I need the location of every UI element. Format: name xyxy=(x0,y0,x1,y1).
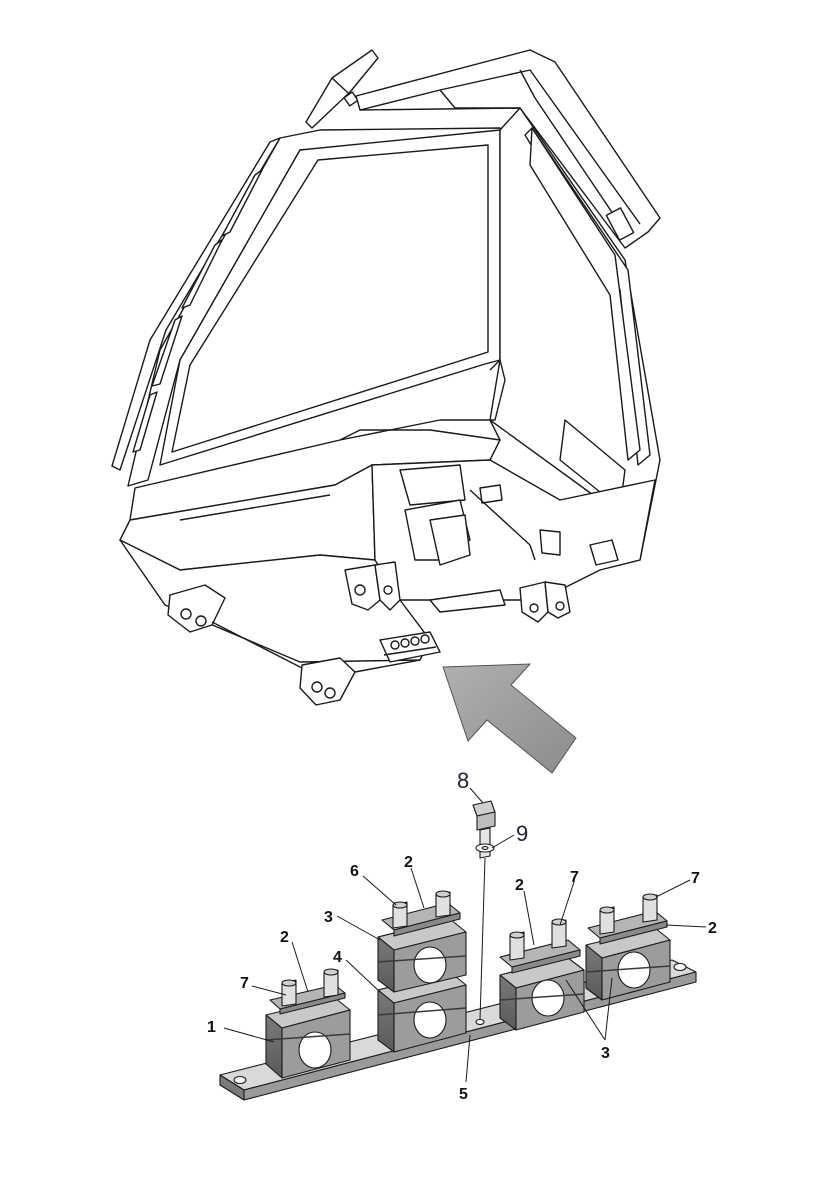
cab-assembly xyxy=(112,50,660,705)
callout-8: 8 xyxy=(457,768,469,793)
mounting-lug-rear xyxy=(520,582,570,622)
callout-4: 4 xyxy=(333,949,342,966)
callout-3-right: 3 xyxy=(601,1045,610,1062)
bolt-item-8 xyxy=(472,800,496,1021)
clamp-single-center-right xyxy=(499,918,585,1031)
clamp-single-left xyxy=(265,968,351,1079)
callout-3-left: 3 xyxy=(324,909,333,926)
callout-2-left: 2 xyxy=(280,929,289,946)
clamp-single-right xyxy=(585,893,671,1001)
callout-9: 9 xyxy=(516,821,528,846)
mirror-bracket xyxy=(306,50,378,128)
leader-lines xyxy=(223,787,707,1083)
cab-roof xyxy=(356,50,660,248)
clamp-cluster-location xyxy=(380,632,440,662)
washer-item-9 xyxy=(475,843,495,853)
mounting-lug-front xyxy=(300,658,355,705)
callout-7-left: 7 xyxy=(240,975,249,992)
callout-6: 6 xyxy=(350,863,359,880)
mounting-lug-left xyxy=(168,585,225,632)
callout-2-center-left: 2 xyxy=(404,854,413,871)
callout-1: 1 xyxy=(207,1019,216,1036)
clamp-assembly xyxy=(219,800,697,1101)
callout-5: 5 xyxy=(459,1086,468,1103)
cab-right-side xyxy=(490,108,660,560)
mounting-lug-center xyxy=(345,562,400,610)
callout-2-center-right: 2 xyxy=(515,877,524,894)
callout-7-center: 7 xyxy=(570,869,579,886)
clamp-double-center-left xyxy=(377,890,467,1053)
location-arrow xyxy=(442,663,577,774)
callout-7-right: 7 xyxy=(691,870,700,887)
callout-labels: 8 9 1 2 2 2 2 3 3 4 5 6 7 7 7 xyxy=(207,768,717,1103)
cab-underside-box xyxy=(372,460,655,612)
callout-2-right: 2 xyxy=(708,920,717,937)
